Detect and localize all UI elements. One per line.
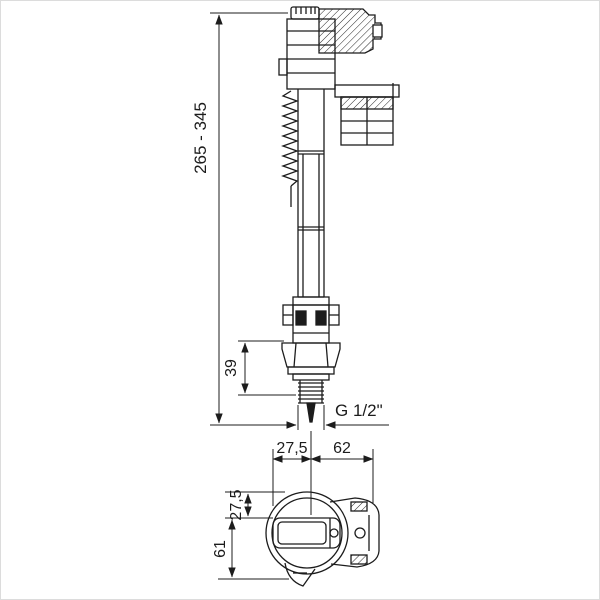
hex-nut	[281, 342, 341, 368]
thread-size-label: G 1/2"	[335, 401, 383, 420]
valve-upper-body	[278, 18, 336, 90]
front-view-valve	[278, 6, 400, 423]
dimension-shank-height	[238, 340, 296, 396]
washer-stack	[287, 366, 335, 381]
threaded-shank	[298, 380, 324, 404]
dimension-thread-size	[210, 405, 389, 430]
dimension-plan-horizontal	[272, 431, 374, 515]
plan-outer-ring	[265, 491, 349, 575]
dimension-plan-vertical	[218, 491, 289, 580]
plan-view-valve	[265, 491, 380, 587]
plan-float-chamber	[272, 517, 341, 549]
height-range-label: 265 - 345	[191, 102, 210, 174]
valve-top-cap	[290, 6, 320, 20]
dimension-height-range	[210, 12, 288, 424]
lower-valve-assembly	[282, 296, 340, 344]
plan-offset-x-label: 27,5	[276, 440, 307, 457]
plan-offset-y-label: 27,5	[228, 489, 245, 520]
shank-height-label: 39	[223, 359, 240, 377]
plan-width-label: 62	[333, 440, 351, 457]
float-arm	[334, 83, 400, 146]
telescopic-tube	[297, 89, 325, 298]
plan-bottom-tab	[284, 562, 316, 587]
plan-depth-label: 61	[212, 540, 229, 558]
adjustment-spring	[281, 90, 299, 207]
inlet-tip	[306, 402, 316, 423]
plan-side-housing	[329, 497, 380, 568]
plan-inner-ring	[271, 497, 343, 569]
